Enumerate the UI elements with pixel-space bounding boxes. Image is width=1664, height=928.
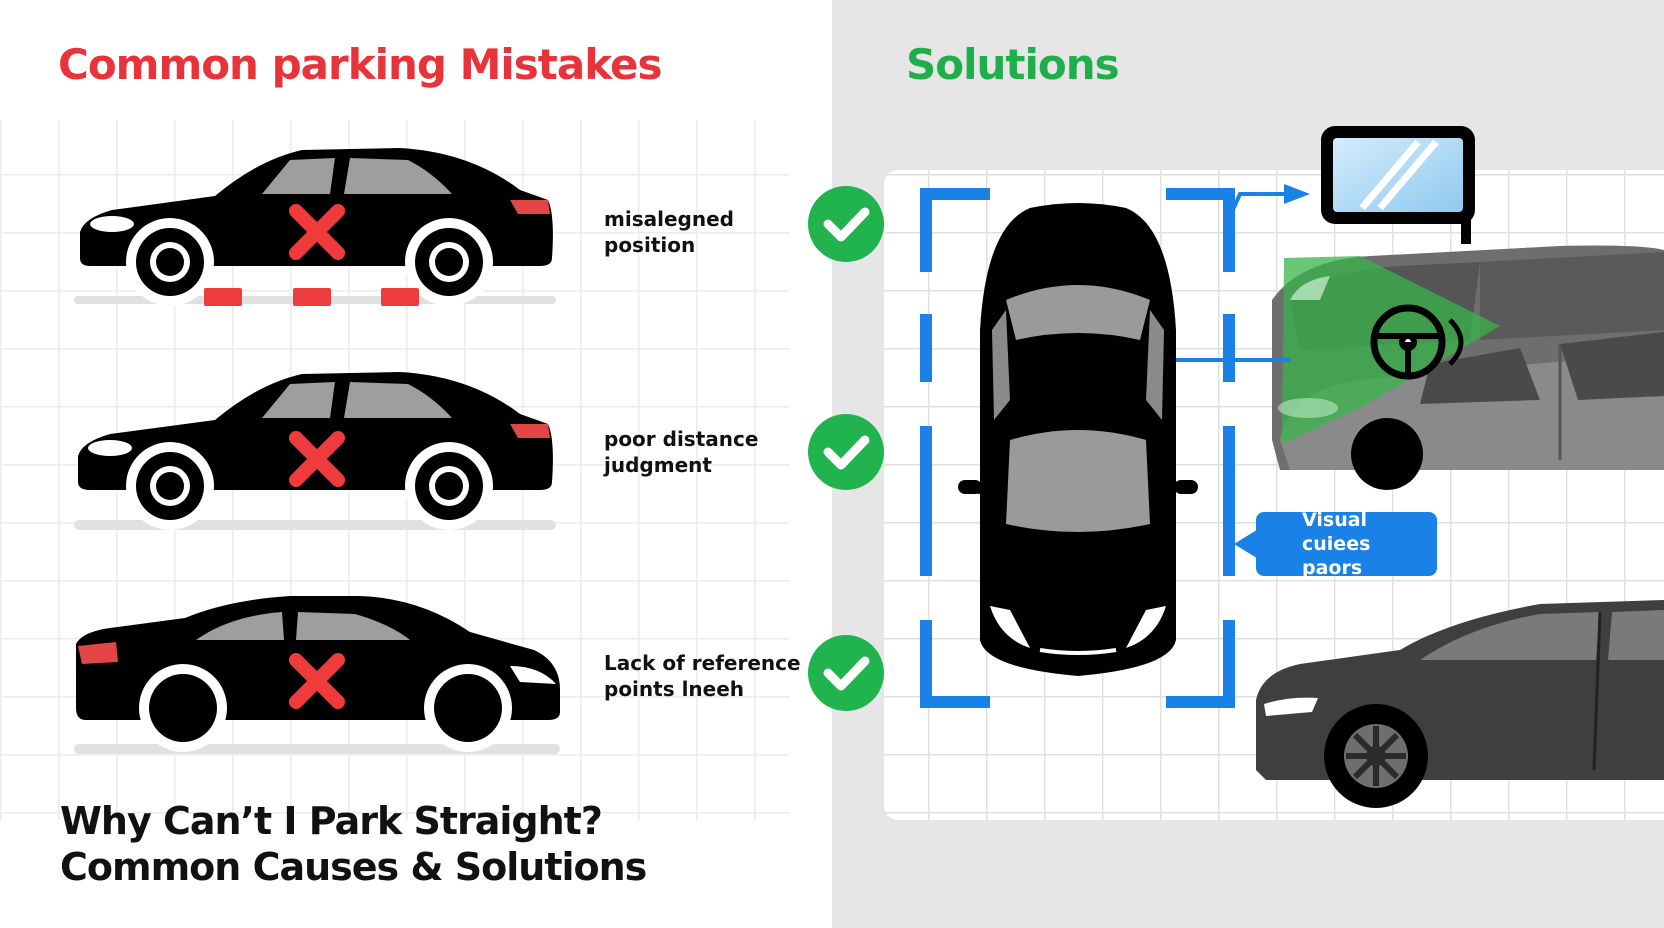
mistake-label-1: misalegned position — [604, 206, 804, 258]
page-title-line2: Common Causes & Solutions — [60, 845, 647, 889]
x-mark-icon — [289, 653, 345, 709]
mistakes-title: Common parking Mistakes — [58, 40, 663, 89]
checkmark-icon — [808, 414, 884, 490]
steering-wheel-icon — [1370, 304, 1464, 380]
checkmark-icon — [808, 186, 884, 262]
callout-bubble — [1256, 512, 1437, 576]
mistake-label-2: poor distance judgment — [604, 426, 804, 478]
solutions-title: Solutions — [906, 40, 1120, 89]
mistake-label-1-line1: misalegned — [604, 207, 734, 231]
car-side-icon — [74, 596, 560, 754]
x-mark-icon — [289, 431, 345, 487]
page-title: Why Can’t I Park Straight? Common Causes… — [60, 798, 647, 890]
car-side-icon — [74, 148, 556, 306]
mistake-label-1-line2: position — [604, 233, 696, 257]
mirror-icon — [1321, 126, 1475, 244]
parking-guide-lines — [920, 188, 1235, 708]
callout-line2: paors — [1302, 557, 1363, 579]
car-side-icon — [74, 372, 556, 530]
field-of-view — [1282, 256, 1500, 444]
neighbor-car — [1256, 600, 1664, 808]
car-topview-icon — [958, 203, 1198, 676]
page-title-line1: Why Can’t I Park Straight? — [60, 799, 603, 843]
callout-line1: Visual cuiees — [1302, 509, 1371, 555]
checkmark-icon — [808, 635, 884, 711]
x-mark-icon — [289, 204, 345, 260]
visual-cues-callout: Visual cuiees paors — [1280, 509, 1437, 579]
arrow-icon — [1230, 184, 1310, 213]
mistake-label-3: Lack of reference points lneeh — [604, 650, 804, 702]
mistake-label-2-line2: judgment — [604, 453, 712, 477]
mistake-label-3-line2: points lneeh — [604, 677, 745, 701]
mistake-label-2-line1: poor distance — [604, 427, 759, 451]
mistake-label-3-line1: Lack of reference — [604, 651, 801, 675]
